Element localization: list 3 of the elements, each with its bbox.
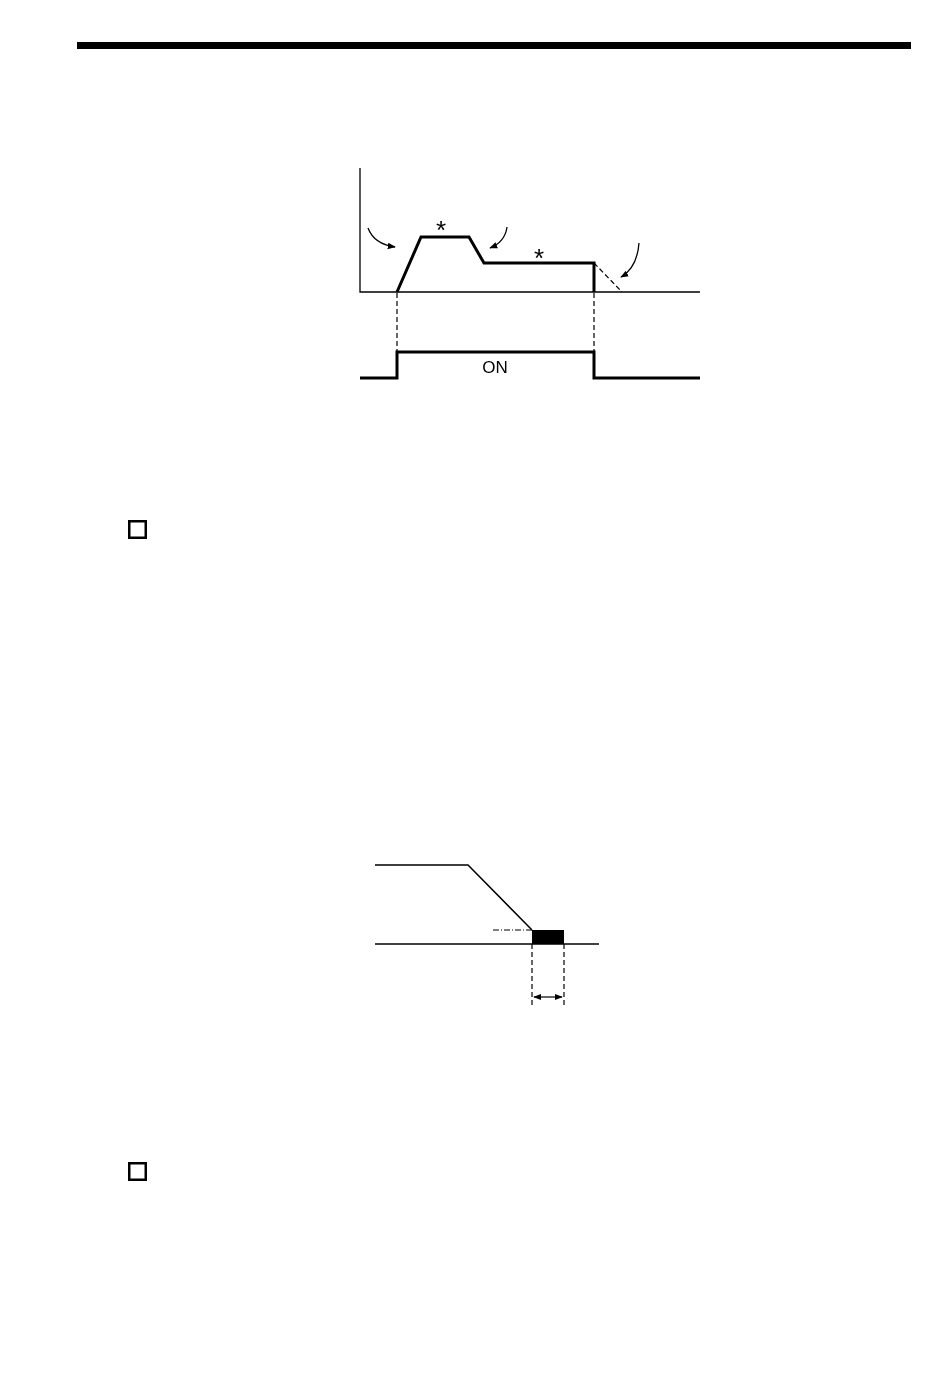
- signal-state-label: ON: [482, 358, 508, 376]
- asterisk-mark: *: [533, 245, 545, 271]
- asterisk-mark: *: [435, 217, 447, 243]
